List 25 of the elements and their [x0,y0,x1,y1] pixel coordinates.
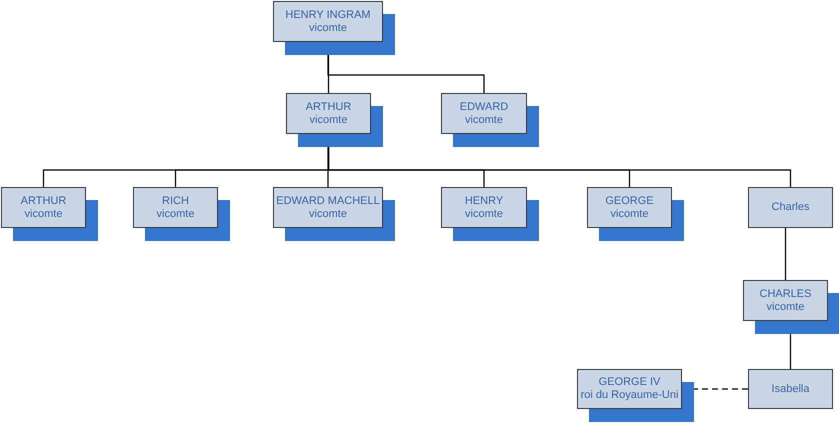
person-title: roi du Royaume-Uni [580,389,678,402]
person-title: vicomte [465,208,503,220]
person-name: HENRY [464,194,504,208]
person-title: vicomte [465,114,503,126]
person-name: ARTHUR [306,100,352,114]
person-name: RICH [162,194,189,208]
person-title: vicomte [766,300,804,314]
person-name: EDWARD MACHELL [276,194,380,208]
person-box [748,187,833,228]
person-name: Charles [772,201,810,214]
person-title: vicomte [24,208,62,220]
person-name: EDWARD [460,100,508,114]
person-name: HENRY INGRAM [285,8,371,22]
person-name: ARTHUR [20,194,66,208]
person-name: GEORGE [605,194,654,208]
person-title: vicomte [309,208,347,220]
person-title: vicomte [610,208,648,220]
person-box [748,369,833,409]
person-name: GEORGE IV [598,376,660,389]
connector-line [784,228,786,280]
person-title: vicomte [156,208,194,220]
person-name: CHARLES [760,288,812,300]
person-title: vicomte [310,114,348,126]
person-title: vicomte [309,22,347,34]
person-name: Isabella [772,382,810,396]
